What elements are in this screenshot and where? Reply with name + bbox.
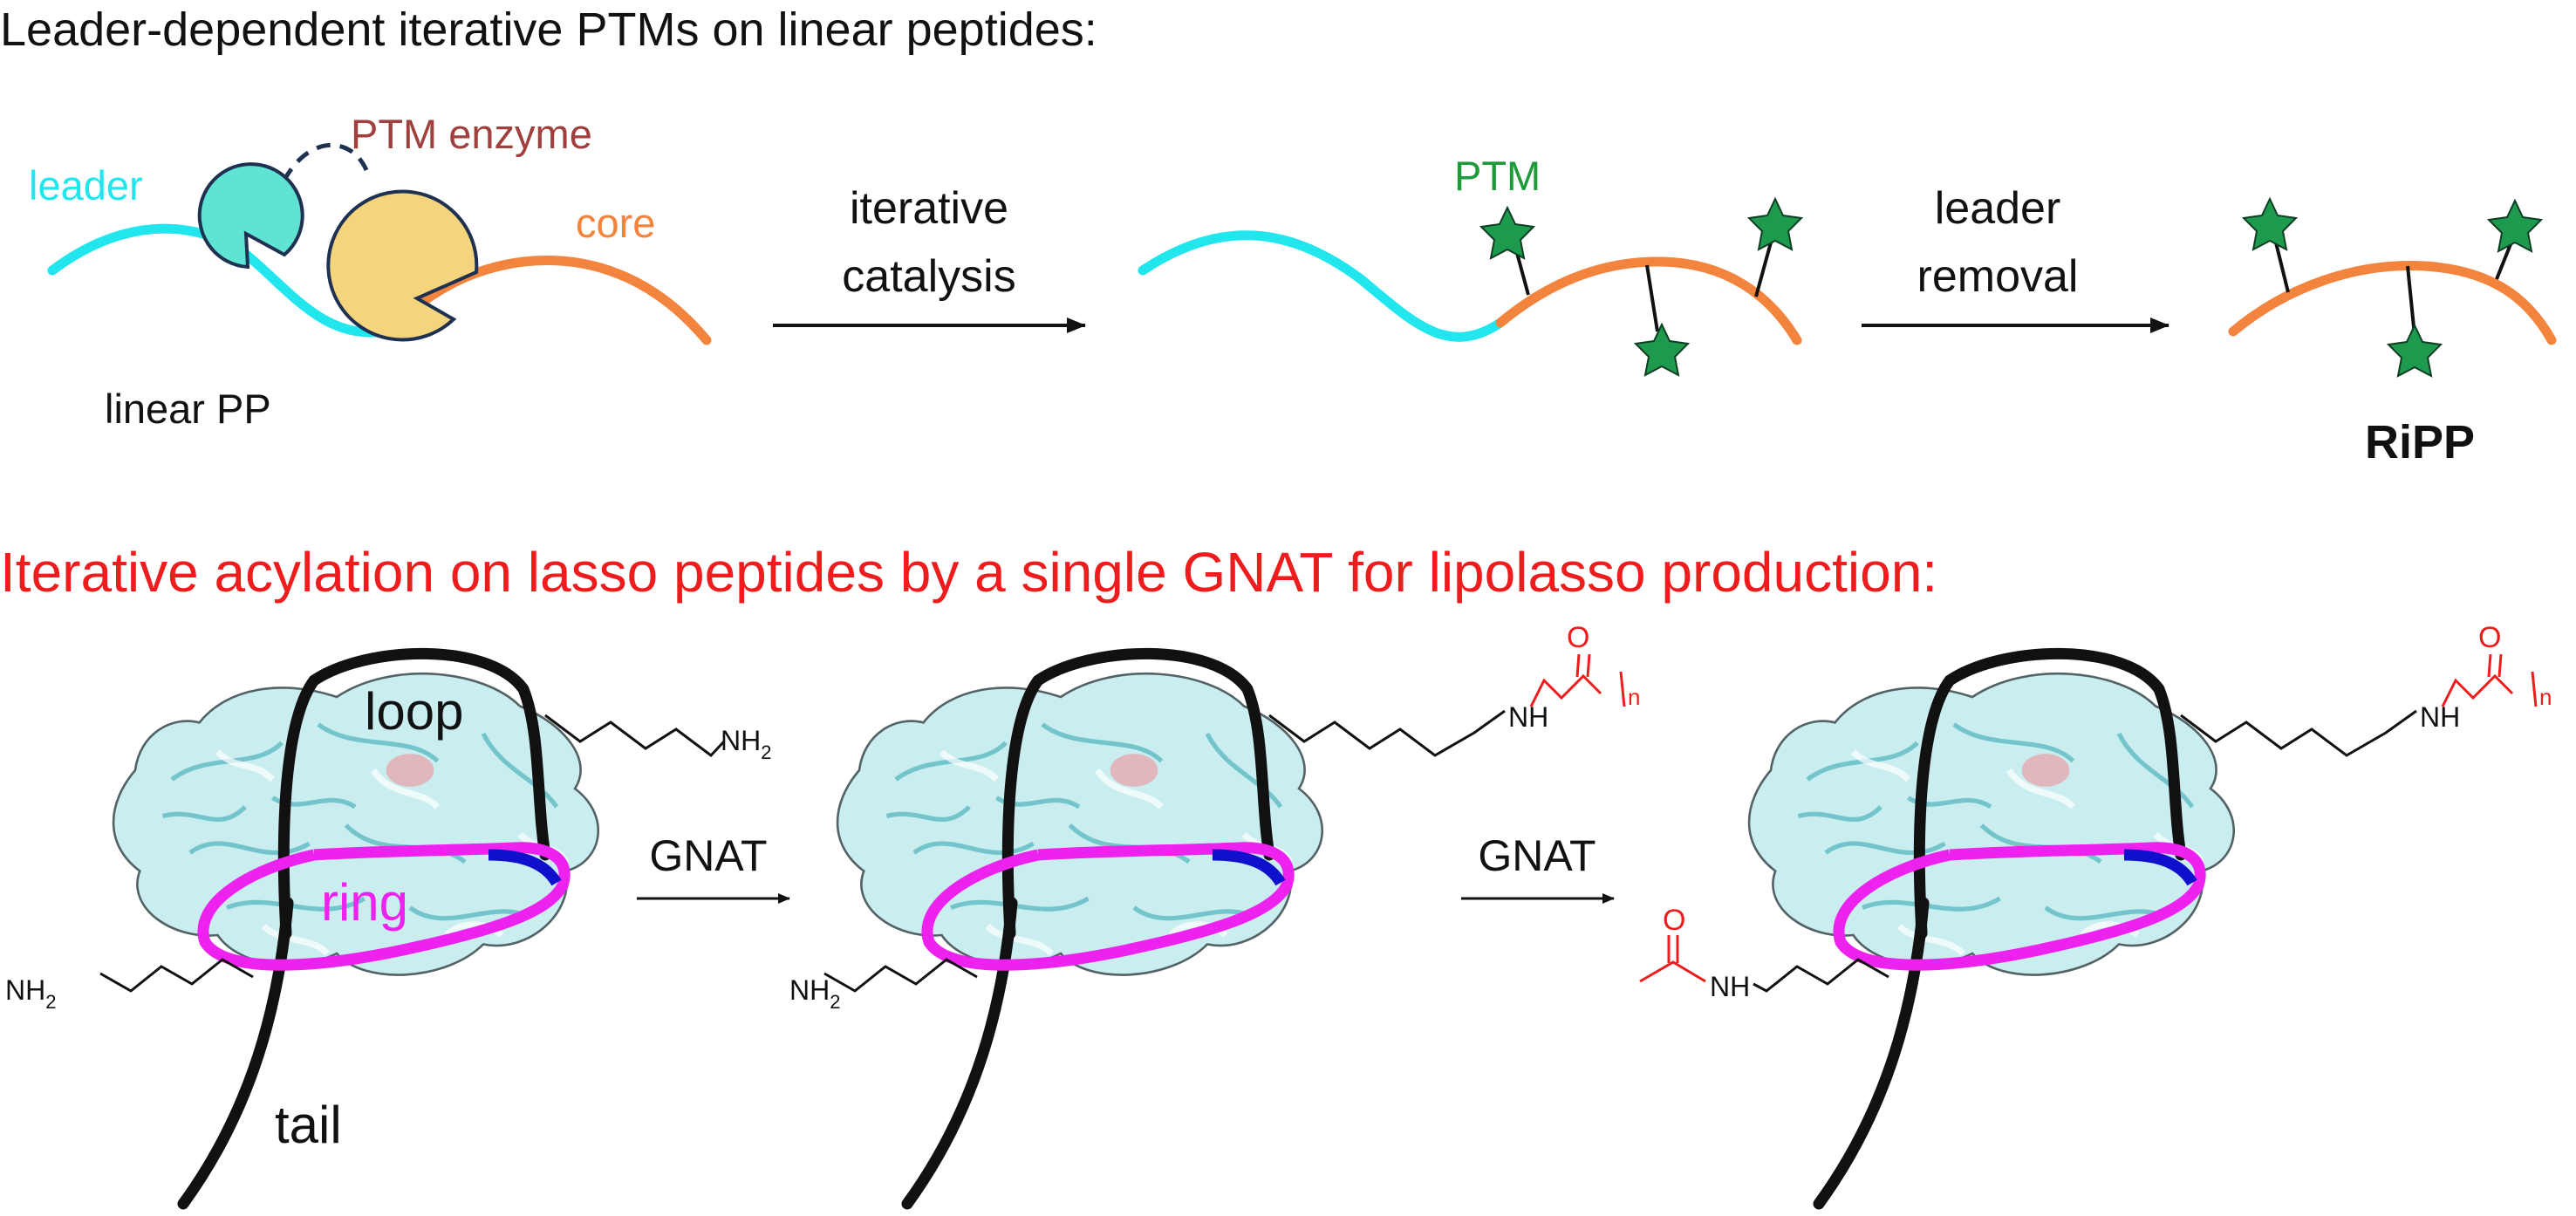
ripp-star-2 [2386,323,2443,378]
carbonyl-2: O [1567,621,1589,654]
repeat-3: n [2539,684,2552,710]
intermediate-core-strand [1495,256,1802,345]
intermediate-leader-strand [1138,230,1506,342]
repeat-2: n [1628,684,1640,710]
top-title: Leader-dependent iterative PTMs on linea… [0,3,1097,56]
amide-2: NH [1508,701,1548,733]
amide-3: NH [2420,701,2460,733]
ptm-star-1 [1479,205,1536,260]
tail-label: tail [275,1096,342,1154]
amide-acetyl: NH [1710,971,1750,1002]
gnat-arrow2-label: GNAT [1478,831,1595,880]
amine-bottom-1: NH2 [5,974,56,1013]
ptm-label: PTM [1454,153,1541,199]
carbonyl-acetyl: O [1663,904,1685,937]
carbonyl-3: O [2478,621,2501,654]
enzyme-domain-large [326,189,479,342]
ptm-star-3 [1746,196,1804,251]
ring-label: ring [321,873,408,932]
step1-label-line2: catalysis [842,251,1015,302]
step2-label-line1: leader [1935,183,2061,234]
ripp-core-strand [2228,260,2557,345]
lasso-structure-3 [1639,647,2538,1210]
gnat-arrow1-label: GNAT [649,831,767,880]
enzyme-linker [272,142,369,203]
bottom-title: Iterative acylation on lasso peptides by… [0,541,1937,604]
lasso-structure-2 [823,647,1626,1210]
leader-label: leader [29,162,143,208]
core-label: core [576,200,655,246]
enzyme-domain-small [197,162,304,270]
amine-bottom-2: NH2 [789,974,840,1013]
substrate-label: linear PP [105,386,271,432]
lasso-structure-1 [99,647,726,1210]
step1-label-line1: iterative [850,183,1008,234]
ptm-star-2 [1633,322,1691,377]
enzyme-label: PTM enzyme [351,111,592,157]
ripp-star-3 [2486,198,2544,253]
product-label: RiPP [2365,416,2475,468]
loop-label: loop [365,682,463,741]
step2-label-line2: removal [1917,251,2079,302]
ripp-star-1 [2241,196,2299,251]
amine-top-1: NH2 [721,725,771,763]
